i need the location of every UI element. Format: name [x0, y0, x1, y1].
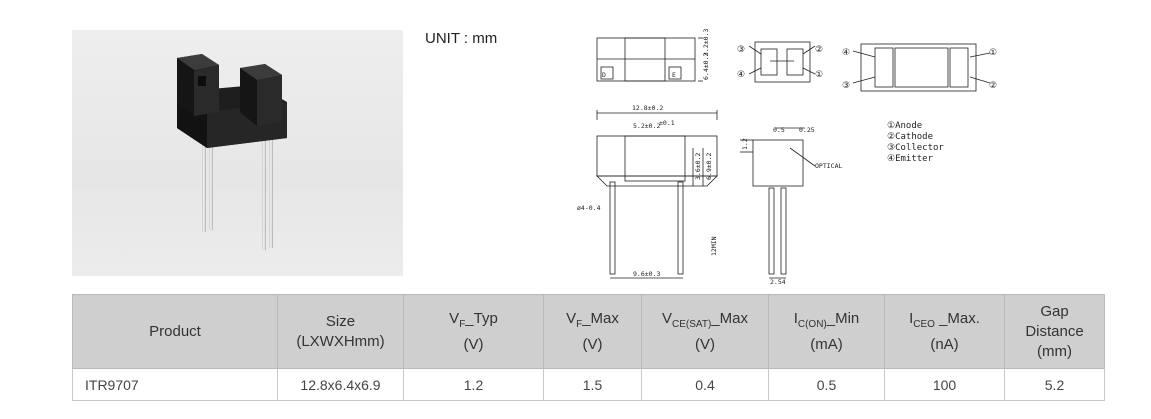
cell-vf-typ: 1.2 [403, 368, 544, 401]
svg-text:12.8±0.2: 12.8±0.2 [632, 104, 663, 112]
table-row: ITR9707 12.8x6.4x6.9 1.2 1.5 0.4 0.5 100… [72, 368, 1105, 401]
svg-text:6.4±0.2: 6.4±0.2 [702, 53, 710, 80]
svg-text:②: ② [989, 81, 997, 91]
svg-text:0.25: 0.25 [799, 126, 815, 134]
legend-emitter: ④Emitter [887, 154, 933, 164]
svg-text:ø4-0.4: ø4-0.4 [577, 204, 601, 212]
pin-legend: ①Anode ②Cathode ③Collector ④Emitter [887, 121, 944, 165]
cell-iceo-max: 100 [884, 368, 1005, 401]
product-photo [72, 30, 403, 276]
svg-text:9.6±0.3: 9.6±0.3 [633, 270, 660, 278]
svg-text:3.6±0.2: 3.6±0.2 [694, 153, 702, 180]
svg-text:12MIN: 12MIN [710, 236, 718, 256]
legend-cathode: ②Cathode [887, 132, 933, 142]
cell-size: 12.8x6.4x6.9 [277, 368, 404, 401]
svg-text:1.2: 1.2 [741, 138, 749, 150]
header-gap-distance: Gap Distance (mm) [1004, 294, 1105, 369]
cell-vce-sat-max: 0.4 [641, 368, 769, 401]
cell-vf-max: 1.5 [543, 368, 642, 401]
svg-text:④: ④ [737, 70, 745, 80]
svg-text:OPTICAL: OPTICAL [815, 162, 842, 170]
legend-anode: ①Anode [887, 121, 923, 131]
svg-text:④: ④ [842, 48, 850, 58]
svg-text:①: ① [815, 70, 823, 80]
svg-text:D: D [602, 71, 606, 79]
svg-text:0.5: 0.5 [773, 126, 785, 134]
unit-label: UNIT : mm [425, 30, 498, 47]
header-vce-sat-max: VCE(SAT)_Max (V) [641, 294, 769, 369]
legend-collector: ③Collector [887, 143, 944, 153]
svg-text:2.54: 2.54 [770, 278, 786, 286]
svg-text:③: ③ [842, 81, 850, 91]
svg-text:±0.1: ±0.1 [659, 119, 675, 127]
svg-text:①: ① [989, 48, 997, 58]
svg-text:②: ② [815, 45, 823, 55]
header-ic-on-min: IC(ON)_Min (mA) [768, 294, 885, 369]
cell-gap-distance: 5.2 [1004, 368, 1105, 401]
spec-table: Product Size (LXWXHmm) VF_Typ (V) VF_Max… [72, 294, 1105, 401]
header-size: Size (LXWXHmm) [277, 294, 404, 369]
header-vf-max: VF_Max (V) [543, 294, 642, 369]
svg-text:E: E [672, 71, 676, 79]
cell-product: ITR9707 [72, 368, 278, 401]
svg-text:③: ③ [737, 45, 745, 55]
dimension-drawing: D E 3.2±0.3 6.4±0.2 ③ ④ ② ① ④ ③ ① ② 12.8… [577, 29, 997, 286]
svg-text:3.2±0.3: 3.2±0.3 [702, 29, 710, 56]
table-header-row: Product Size (LXWXHmm) VF_Typ (V) VF_Max… [72, 294, 1105, 369]
svg-text:5.2±0.2: 5.2±0.2 [633, 122, 660, 130]
header-iceo-max: ICEO _Max. (nA) [884, 294, 1005, 369]
header-vf-typ: VF_Typ (V) [403, 294, 544, 369]
cell-ic-on-min: 0.5 [768, 368, 885, 401]
svg-text:6.9±0.2: 6.9±0.2 [705, 153, 713, 180]
header-product: Product [72, 294, 278, 369]
